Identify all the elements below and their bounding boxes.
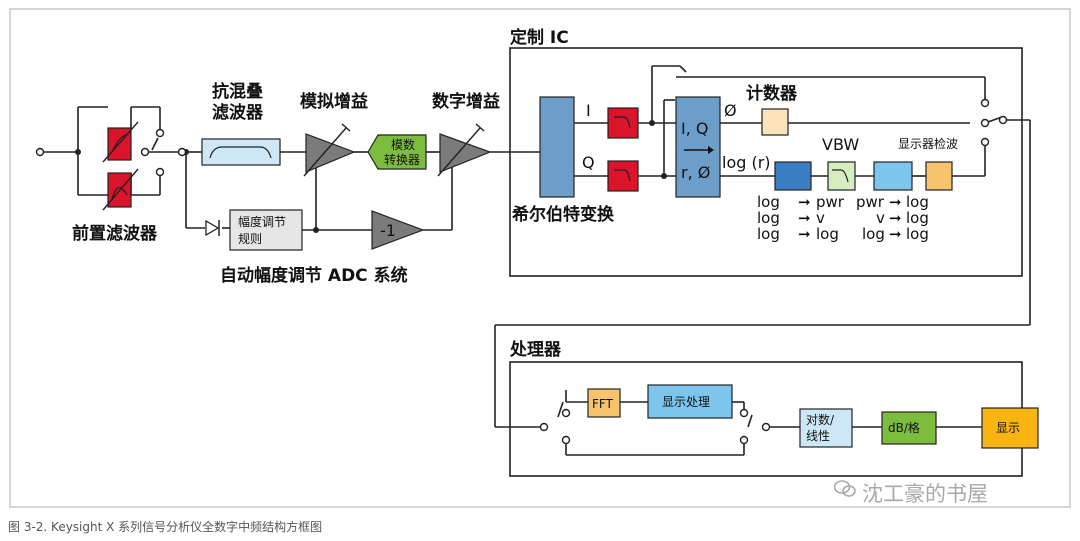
log-lin-block xyxy=(799,408,853,448)
diode-icon xyxy=(205,219,220,237)
i-label: I xyxy=(586,101,591,120)
q-label: Q xyxy=(582,153,595,172)
inv-mode-3-to: log xyxy=(906,225,929,243)
log-r-label: log (r) xyxy=(722,153,771,172)
db-div-label: dB/格 xyxy=(888,420,920,435)
vbw-label: VBW xyxy=(822,135,859,154)
phi-output-label: Ø xyxy=(724,101,737,120)
digital-gain-label: 数字增益 xyxy=(432,91,500,112)
display-label: 显示 xyxy=(996,421,1020,435)
vbw-filter xyxy=(827,161,856,191)
display-detector-label: 显示器检波 xyxy=(898,136,958,151)
adc-label-line2: 转换器 xyxy=(384,152,420,167)
inv-mode-2-to: log xyxy=(906,209,929,227)
auto-ranging-label: 自动幅度调节 ADC 系统 xyxy=(220,265,408,286)
inverse-log-block xyxy=(873,161,913,191)
log-mode-3-to: log xyxy=(816,225,839,243)
arrow-right-icon: ➞ xyxy=(889,209,902,227)
digital-gain-amplifier xyxy=(437,123,492,177)
figure-caption: 图 3-2. Keysight X 系列信号分析仪全数字中频结构方框图 xyxy=(8,520,323,534)
preselector-label: 前置滤波器 xyxy=(72,223,158,244)
watermark: 沈工豪的书屋 xyxy=(862,482,988,506)
agc-label-line2: 规则 xyxy=(238,231,262,246)
hilbert-label: 希尔伯特变换 xyxy=(512,204,615,225)
arrow-right-icon: ➞ xyxy=(798,225,811,243)
log-mode-2-to: v xyxy=(816,209,825,227)
adc-label-line1: 模数 xyxy=(391,137,415,152)
inverter-label: -1 xyxy=(380,221,396,240)
r-phi-label: r, Ø xyxy=(681,163,710,182)
log-mode-list-right: pwr ➞ log v ➞ log log ➞ log xyxy=(856,193,929,243)
log-mode-2-from: log xyxy=(757,209,780,227)
analog-gain-amplifier xyxy=(303,123,356,177)
q-lowpass-filter xyxy=(607,160,639,192)
db-div-block xyxy=(881,411,937,445)
anti-alias-label-line1: 抗混叠 xyxy=(212,81,263,102)
log-lin-label-line2: 线性 xyxy=(806,429,830,443)
fft-block xyxy=(587,388,621,418)
hilbert-block xyxy=(539,96,575,198)
arrow-right-icon: ➞ xyxy=(889,193,902,211)
anti-alias-filter xyxy=(201,138,281,166)
log-mode-list-left: log ➞ pwr log ➞ v log ➞ log xyxy=(757,193,845,243)
fft-label: FFT xyxy=(592,397,614,411)
polar-converter-block xyxy=(675,96,721,198)
preselector-filter-top xyxy=(102,121,139,163)
log-mode-3-from: log xyxy=(757,225,780,243)
log-lin-label-line1: 对数/ xyxy=(806,412,835,427)
processor-boundary xyxy=(509,361,1023,477)
inv-mode-1-from: pwr xyxy=(856,193,885,211)
agc-label-line1: 幅度调节 xyxy=(238,214,286,229)
i-lowpass-filter xyxy=(607,107,639,139)
preselector-filter-bottom xyxy=(102,168,139,211)
custom-ic-label: 定制 IC xyxy=(510,27,569,48)
counter-label: 计数器 xyxy=(746,83,798,104)
figure-frame xyxy=(9,8,1071,508)
anti-alias-label-line2: 滤波器 xyxy=(212,102,264,123)
arrow-right-icon: ➞ xyxy=(798,209,811,227)
signal-wires xyxy=(44,65,1031,456)
display-block xyxy=(981,407,1039,449)
log-mode-1-to: pwr xyxy=(816,193,845,211)
iq-label: I, Q xyxy=(681,119,708,138)
log-mode-1-from: log xyxy=(757,193,780,211)
inv-mode-3-from: log xyxy=(862,225,885,243)
arrow-right-icon xyxy=(684,146,714,154)
inv-mode-2-from: v xyxy=(876,209,885,227)
display-processing-label: 显示处理 xyxy=(662,395,710,409)
display-processing-block xyxy=(647,384,733,419)
inv-mode-1-to: log xyxy=(906,193,929,211)
inverter-amplifier xyxy=(371,210,425,250)
arrow-right-icon: ➞ xyxy=(798,193,811,211)
custom-ic-boundary xyxy=(509,47,1023,277)
wechat-icon xyxy=(834,480,856,497)
switch-terminals xyxy=(35,98,1008,445)
agc-block xyxy=(229,209,303,251)
log-conversion-block xyxy=(774,161,812,191)
analog-gain-label: 模拟增益 xyxy=(300,91,368,112)
arrow-right-icon: ➞ xyxy=(889,225,902,243)
counter-block xyxy=(761,108,789,136)
adc-block xyxy=(367,134,427,170)
processor-label: 处理器 xyxy=(509,339,562,360)
display-detector-block xyxy=(925,161,953,191)
